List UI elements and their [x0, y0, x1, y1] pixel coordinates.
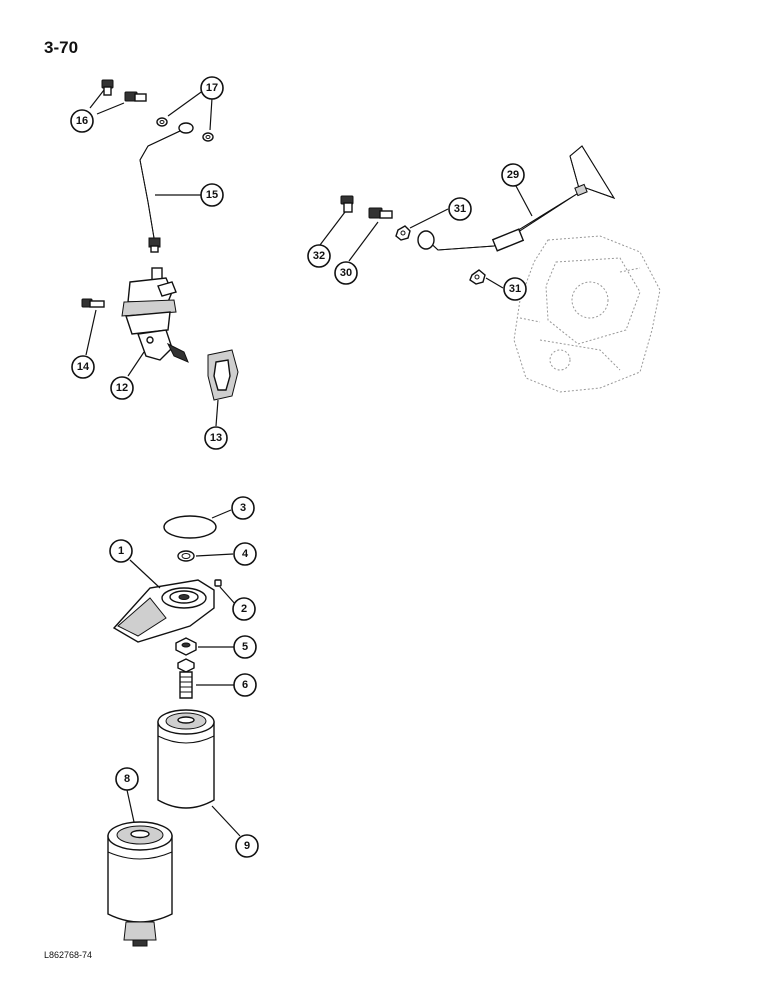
svg-text:5: 5	[242, 641, 248, 653]
filter-8	[107, 821, 173, 947]
svg-text:9: 9	[244, 840, 250, 852]
callout-29: 29	[501, 163, 525, 187]
seal-4	[177, 550, 195, 562]
callout-5: 5	[233, 635, 257, 659]
washer-17-upper	[156, 117, 168, 127]
bolt-32	[340, 195, 354, 213]
callout-6: 6	[233, 673, 257, 697]
callout-16: 16	[70, 109, 94, 133]
svg-text:29: 29	[507, 169, 519, 181]
fuel-line-15	[139, 122, 194, 253]
leader-lines	[85, 89, 533, 837]
nut-5	[175, 637, 197, 656]
callout-31-lower: 31	[503, 277, 527, 301]
svg-text:4: 4	[242, 548, 249, 560]
callout-4: 4	[233, 542, 257, 566]
filter-9	[157, 709, 215, 809]
svg-text:13: 13	[210, 432, 222, 444]
callout-12: 12	[110, 376, 134, 400]
svg-text:14: 14	[77, 361, 90, 373]
filter-head-1	[112, 579, 215, 643]
bolt-16-upper	[101, 79, 114, 96]
injection-pump-outline	[513, 235, 661, 393]
callout-14: 14	[71, 355, 95, 379]
callout-30: 30	[334, 261, 358, 285]
bolt-30	[368, 207, 393, 219]
svg-text:32: 32	[313, 250, 325, 262]
callout-3: 3	[231, 496, 255, 520]
callout-31-upper: 31	[448, 197, 472, 221]
bolt-14	[81, 298, 105, 308]
injector-line-29	[417, 145, 616, 252]
plug-2	[214, 579, 222, 587]
nut-31-upper	[395, 225, 411, 241]
svg-text:2: 2	[241, 603, 247, 615]
gasket-13	[207, 349, 239, 401]
callout-2: 2	[232, 597, 256, 621]
callout-13: 13	[204, 426, 228, 450]
svg-text:31: 31	[454, 203, 466, 215]
svg-text:30: 30	[340, 267, 352, 279]
callout-32: 32	[307, 244, 331, 268]
svg-text:12: 12	[116, 382, 128, 394]
svg-text:1: 1	[118, 545, 124, 557]
callout-1: 1	[109, 539, 133, 563]
o-ring-3	[163, 515, 217, 539]
svg-text:17: 17	[206, 82, 218, 94]
svg-text:6: 6	[242, 679, 248, 691]
callout-15: 15	[200, 183, 224, 207]
bolt-16-lower	[124, 91, 147, 102]
svg-text:15: 15	[206, 189, 218, 201]
adapter-6	[177, 658, 195, 699]
svg-text:8: 8	[124, 773, 130, 785]
washer-17-lower	[202, 132, 214, 142]
nut-31-lower	[469, 269, 486, 285]
svg-text:16: 16	[76, 115, 88, 127]
page-number: 3-70	[44, 38, 79, 57]
callout-17: 17	[200, 76, 224, 100]
callout-8: 8	[115, 767, 139, 791]
fuel-pump-12	[121, 267, 189, 363]
figure-code: L862768-74	[44, 950, 93, 960]
svg-text:31: 31	[509, 283, 521, 295]
callout-9: 9	[235, 834, 259, 858]
svg-text:3: 3	[240, 502, 246, 514]
